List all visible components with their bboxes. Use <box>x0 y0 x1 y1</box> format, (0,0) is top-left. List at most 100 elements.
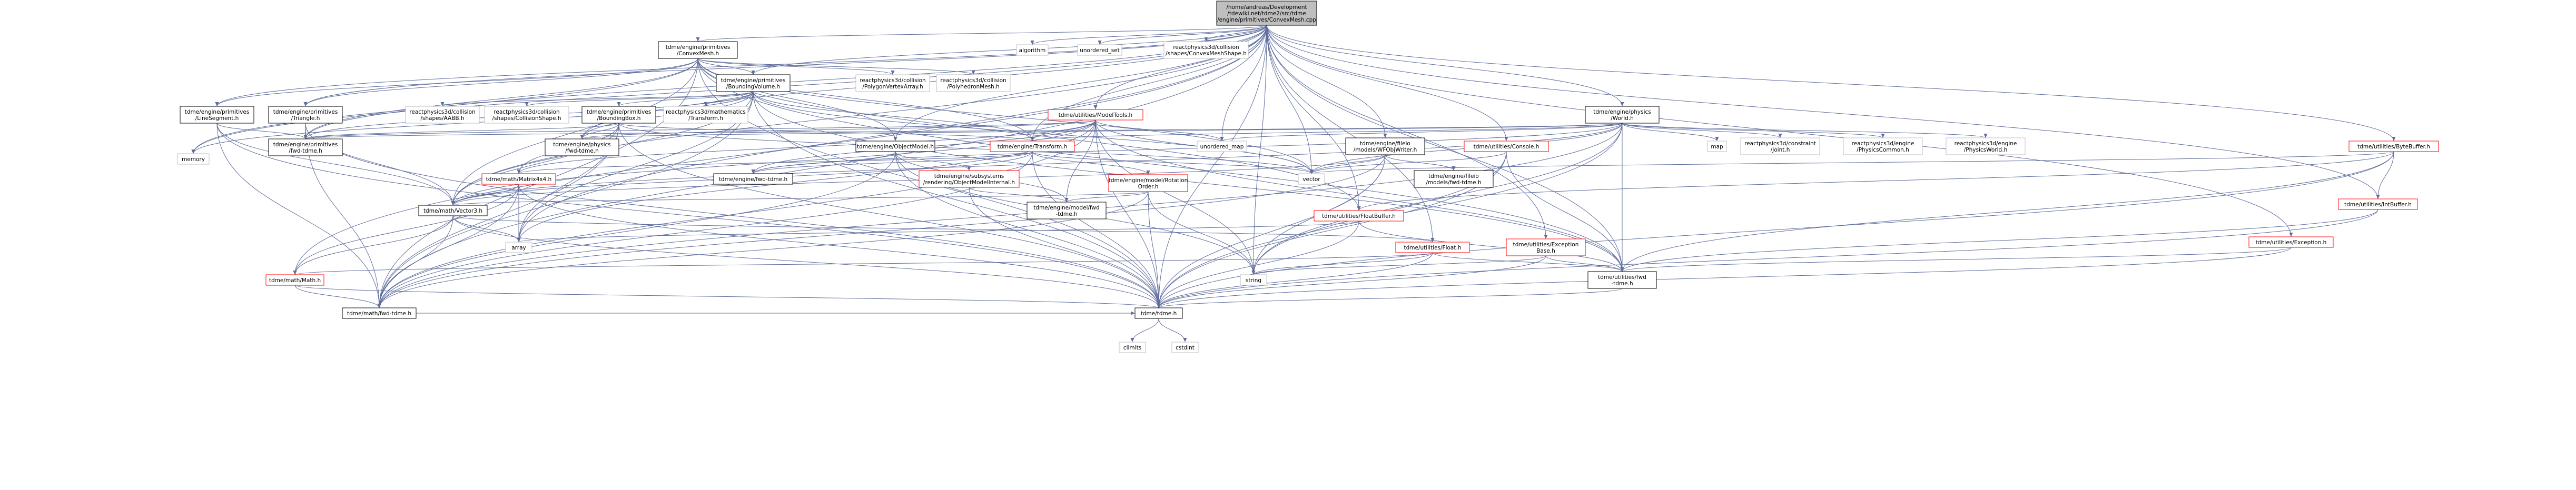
node-label-line: /PhysicsCommon.h <box>1857 147 1909 153</box>
node-box <box>405 106 480 124</box>
node-box <box>1048 109 1143 121</box>
node-math-fwd[interactable]: tdme/math/fwd-tdme.h <box>342 307 417 319</box>
edge-utilities_fwd-to-tdme_h <box>1157 288 1623 308</box>
node-model-fwd[interactable]: tdme/engine/model/fwd-tdme.h <box>1027 202 1107 219</box>
node-label-line: climits <box>1123 345 1141 351</box>
edge-root-to-boundingvolume_h <box>751 25 1267 75</box>
node-linesegment-h[interactable]: tdme/engine/primitives/LineSegment.h <box>180 106 254 124</box>
node-label-line: tdme/engine/ObjectModel.h <box>857 144 934 150</box>
node-label-line: reactphysics3d/engine <box>1852 141 1914 147</box>
node-box <box>1134 307 1183 319</box>
node-boundingvolume-h[interactable]: tdme/engine/primitives/BoundingVolume.h <box>716 74 791 92</box>
edge-rotationorder_h-to-tdme_h <box>1148 191 1161 308</box>
node-objectmodel-h[interactable]: tdme/engine/ObjectModel.h <box>855 141 935 152</box>
node-box <box>919 170 1020 188</box>
edge-float_h-to-tdme_h <box>1157 252 1433 308</box>
node-label-line: tdme/engine/subsystems <box>934 173 1004 179</box>
edge-root-to-string <box>1251 25 1267 275</box>
node-root[interactable]: /home/andreas/Development/tdewiki.net/td… <box>1216 1 1317 26</box>
node-triangle-h[interactable]: tdme/engine/primitives/Triangle.h <box>268 106 343 124</box>
edge-modeltools_h-to-primitives_fwd <box>304 119 1096 139</box>
node-float-h[interactable]: tdme/utilities/Float.h <box>1395 242 1470 253</box>
edge-transform_h-to-engine_fwd <box>751 151 1033 174</box>
edge-world_h-to-unordered_map <box>1220 123 1623 142</box>
node-box <box>1843 137 1923 155</box>
node-rp3d-convexmeshshape: reactphysics3d/collision/shapes/ConvexMe… <box>1163 41 1249 59</box>
node-floatbuffer-h[interactable]: tdme/utilities/FloatBuffer.h <box>1314 210 1404 222</box>
node-label-line: unordered_set <box>1080 47 1120 54</box>
node-label-line: /LineSegment.h <box>195 115 239 122</box>
node-vector3-h[interactable]: tdme/math/Vector3.h <box>418 205 488 216</box>
node-label-line: /Joint.h <box>1771 147 1790 153</box>
edge-objectmodelinternal_h-to-model_fwd <box>969 187 1069 203</box>
node-matrix4x4-h[interactable]: tdme/math/Matrix4x4.h <box>481 173 556 185</box>
node-boundingbox-h[interactable]: tdme/engine/primitives/BoundingBox.h <box>581 106 656 124</box>
edge-transform_h-to-vector <box>1032 151 1314 174</box>
node-label-line: tdme/engine/primitives <box>721 77 786 84</box>
node-box <box>1163 41 1249 59</box>
node-utilities-fwd[interactable]: tdme/utilities/fwd-tdme.h <box>1587 271 1657 289</box>
edge-boundingvolume_h-to-rp3d_collisionshape <box>525 91 754 107</box>
node-world-h[interactable]: tdme/engine/physics/World.h <box>1585 106 1660 124</box>
node-fileio-models-fwd[interactable]: tdme/engine/fileio/models/fwd-tdme.h <box>1414 170 1494 188</box>
edge-world_h-to-primitives_fwd <box>304 123 1623 139</box>
edge-linesegment_h-to-tdme_h <box>216 123 1161 308</box>
node-engine-fwd[interactable]: tdme/engine/fwd-tdme.h <box>713 173 793 185</box>
node-label-line: reactphysics3d/mathematics <box>666 109 746 115</box>
edge-vector3_h-to-float_h <box>452 215 1434 243</box>
node-transform-h[interactable]: tdme/engine/Transform.h <box>990 141 1075 152</box>
node-intbuffer-h[interactable]: tdme/utilities/IntBuffer.h <box>2338 198 2418 210</box>
node-physics-fwd[interactable]: tdme/engine/physics/fwd-tdme.h <box>545 138 619 156</box>
edge-math_h-to-math_fwd <box>294 285 381 308</box>
node-box <box>1946 137 2026 155</box>
edge-root-to-wfobjwriter_h <box>1266 25 1387 138</box>
node-tdme-h[interactable]: tdme/tdme.h <box>1134 307 1183 319</box>
node-label-line: tdme/math/Math.h <box>269 277 321 284</box>
node-wfobjwriter-h[interactable]: tdme/engine/fileio/models/WFObjWriter.h <box>1345 137 1425 155</box>
edge-bytebuffer_h-to-intbuffer_h <box>2376 151 2394 199</box>
node-label-line: tdme/engine/model/fwd <box>1033 205 1099 211</box>
node-exception-h[interactable]: tdme/utilities/Exception.h <box>2248 236 2334 248</box>
edge-convexmesh_h-to-linesegment_h <box>215 58 698 107</box>
edge-convexmesh_h-to-triangle_h <box>303 58 698 107</box>
edge-vector3_h-to-array <box>452 215 521 243</box>
node-modeltools-h[interactable]: tdme/utilities/ModelTools.h <box>1048 109 1143 121</box>
node-box <box>658 41 738 59</box>
node-box <box>855 141 935 152</box>
node-primitives-fwd[interactable]: tdme/engine/primitives/fwd-tdme.h <box>268 138 343 156</box>
node-label-line: Base.h <box>1536 248 1555 254</box>
edge-root-to-unordered_set <box>1098 25 1267 45</box>
edge-floatbuffer_h-to-array <box>517 221 1359 243</box>
edge-convexmesh_h-to-primitives_fwd <box>303 58 698 139</box>
edge-objectmodelinternal_h-to-tdme_h <box>969 187 1161 308</box>
node-console-h[interactable]: tdme/utilities/Console.h <box>1464 141 1549 152</box>
node-box <box>1016 44 1049 56</box>
node-cstdint: cstdint <box>1171 342 1199 353</box>
node-label-line: tdme/math/Vector3.h <box>423 208 482 214</box>
edge-console_h-to-vector <box>1309 151 1507 174</box>
node-math-h[interactable]: tdme/math/Math.h <box>265 274 324 286</box>
node-label-line: tdme/utilities/Exception.h <box>2256 239 2327 246</box>
node-label-line: /home/andreas/Development <box>1226 4 1307 11</box>
node-vector: vector <box>1298 173 1325 185</box>
node-array: array <box>505 242 532 253</box>
node-label-line: reactphysics3d/engine <box>1955 141 2017 147</box>
node-convexmesh-h[interactable]: tdme/engine/primitives/ConvexMesh.h <box>658 41 738 59</box>
node-box <box>581 106 656 124</box>
edge-world_h-to-engine_fwd <box>751 123 1623 174</box>
node-label-line: /models/fwd-tdme.h <box>1426 179 1481 186</box>
node-bytebuffer-h[interactable]: tdme/utilities/ByteBuffer.h <box>2348 141 2439 152</box>
edge-float_h-to-math_h <box>293 252 1433 275</box>
node-label-line: reactphysics3d/collision <box>940 77 1006 84</box>
node-label-line: array <box>511 245 526 251</box>
edge-world_h-to-vector3_h <box>451 123 1623 206</box>
edge-linesegment_h-to-primitives_fwd <box>216 123 308 139</box>
node-box <box>1740 137 1820 155</box>
edge-world_h-to-rp3d_joint <box>1622 123 1782 138</box>
edge-world_h-to-rp3d_physicscommon <box>1622 123 1885 138</box>
node-objectmodelinternal-h[interactable]: tdme/engine/subsystems/rendering/ObjectM… <box>919 170 1020 188</box>
edge-rotationorder_h-to-vector3_h <box>451 191 1149 206</box>
edge-convexmesh_h-to-objectmodel_h <box>697 58 897 142</box>
